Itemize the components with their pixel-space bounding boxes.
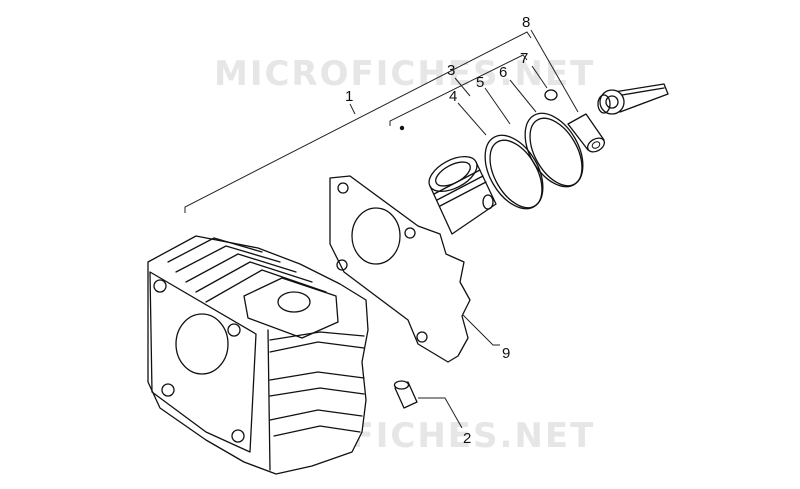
- leader-5: [484, 87, 511, 125]
- bracket-dot: [399, 125, 405, 131]
- connecting-rod: [597, 83, 669, 115]
- piston: [428, 155, 497, 235]
- callout-3: 3: [447, 62, 455, 79]
- piston-pin: [567, 113, 606, 153]
- piston-ring-6-inner: [529, 117, 583, 187]
- leader-8: [530, 29, 579, 113]
- leader-9: [462, 314, 500, 346]
- callout-5: 5: [476, 74, 484, 91]
- leader-7: [531, 65, 548, 89]
- callout-9: 9: [502, 345, 510, 362]
- callout-2: 2: [463, 430, 471, 447]
- leader-3: [454, 77, 471, 97]
- leader-6: [509, 79, 537, 113]
- leader-2: [418, 397, 463, 429]
- dowel-pin: [393, 380, 418, 409]
- cylinder: [147, 235, 369, 475]
- callout-7: 7: [520, 50, 528, 67]
- circlip: [544, 89, 558, 101]
- callout-4: 4: [449, 88, 457, 105]
- bracket-assembly-1: [184, 31, 532, 213]
- watermark-top: MICROFICHES.NET: [214, 54, 595, 94]
- leader-4: [457, 102, 487, 136]
- gasket: [329, 175, 471, 363]
- callout-6: 6: [499, 64, 507, 81]
- callout-1: 1: [345, 88, 353, 105]
- bracket-piston-group: [389, 54, 528, 126]
- callout-8: 8: [522, 14, 530, 31]
- leader-1: [349, 103, 356, 115]
